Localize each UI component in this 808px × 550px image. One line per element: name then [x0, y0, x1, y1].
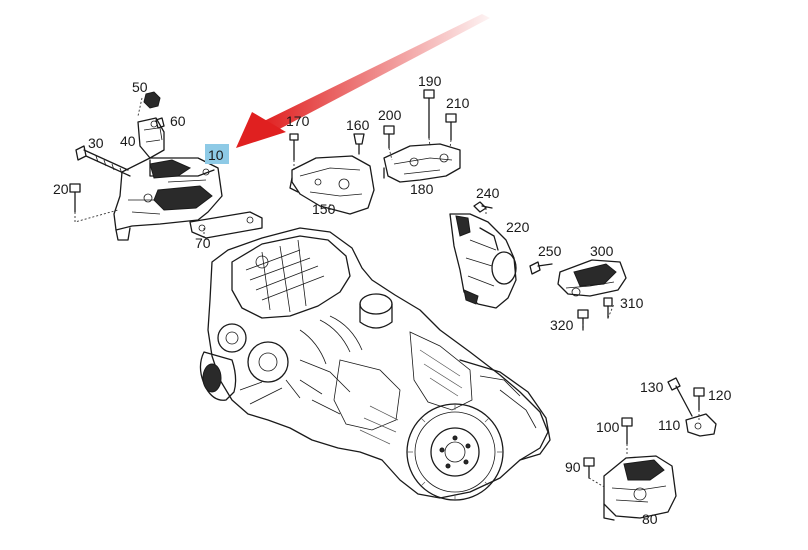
bolt-60 — [155, 117, 165, 141]
bolt-120 — [693, 387, 705, 411]
bracket-110 — [685, 413, 717, 437]
bolt-310 — [603, 297, 613, 319]
label-110: 110 — [658, 417, 681, 433]
bolt-190 — [423, 89, 435, 139]
bracket-180 — [383, 143, 461, 183]
highlight-box — [205, 144, 229, 164]
label-220: 220 — [506, 219, 530, 235]
bolt-90 — [583, 457, 595, 479]
label-310: 310 — [620, 295, 644, 311]
label-20: 20 — [53, 181, 69, 197]
bolt-250 — [529, 261, 553, 275]
left-engine-mount — [113, 157, 223, 241]
bolt-160 — [353, 133, 365, 155]
label-320: 320 — [550, 317, 574, 333]
mount-80 — [603, 455, 677, 521]
bolt-20 — [69, 183, 81, 213]
label-200: 200 — [378, 107, 402, 123]
bolt-210 — [445, 113, 457, 141]
label-50: 50 — [132, 79, 148, 95]
mount-300 — [557, 259, 627, 297]
label-180: 180 — [410, 181, 434, 197]
leader-lines — [74, 97, 700, 489]
label-150: 150 — [312, 201, 336, 217]
bolt-130 — [667, 377, 693, 417]
bolt-200 — [383, 125, 395, 149]
bracket-40 — [137, 117, 165, 159]
label-240: 240 — [476, 185, 500, 201]
label-80: 80 — [642, 511, 658, 527]
red-arrow-indicator — [236, 14, 490, 148]
engine-assembly — [199, 227, 551, 501]
label-10: 10 — [208, 147, 224, 163]
label-90: 90 — [565, 459, 581, 475]
label-190: 190 — [418, 73, 442, 89]
bolt-240 — [473, 201, 493, 213]
part-labels: 10 20 30 40 50 60 70 80 90 100 110 120 1… — [53, 73, 732, 527]
label-70: 70 — [195, 235, 211, 251]
bracket-150 — [289, 155, 375, 215]
bolt-320 — [577, 309, 589, 331]
bracket-70 — [189, 211, 263, 239]
label-120: 120 — [708, 387, 732, 403]
bolt-100 — [621, 417, 633, 445]
label-160: 160 — [346, 117, 370, 133]
label-40: 40 — [120, 133, 136, 149]
label-170: 170 — [286, 113, 310, 129]
label-60: 60 — [170, 113, 186, 129]
bracket-220 — [449, 213, 517, 309]
label-210: 210 — [446, 95, 470, 111]
bolt-30 — [75, 145, 131, 177]
nut-50 — [143, 91, 161, 109]
label-300: 300 — [590, 243, 614, 259]
label-130: 130 — [640, 379, 664, 395]
label-30: 30 — [88, 135, 104, 151]
label-250: 250 — [538, 243, 562, 259]
label-100: 100 — [596, 419, 620, 435]
bolt-170 — [289, 133, 299, 161]
